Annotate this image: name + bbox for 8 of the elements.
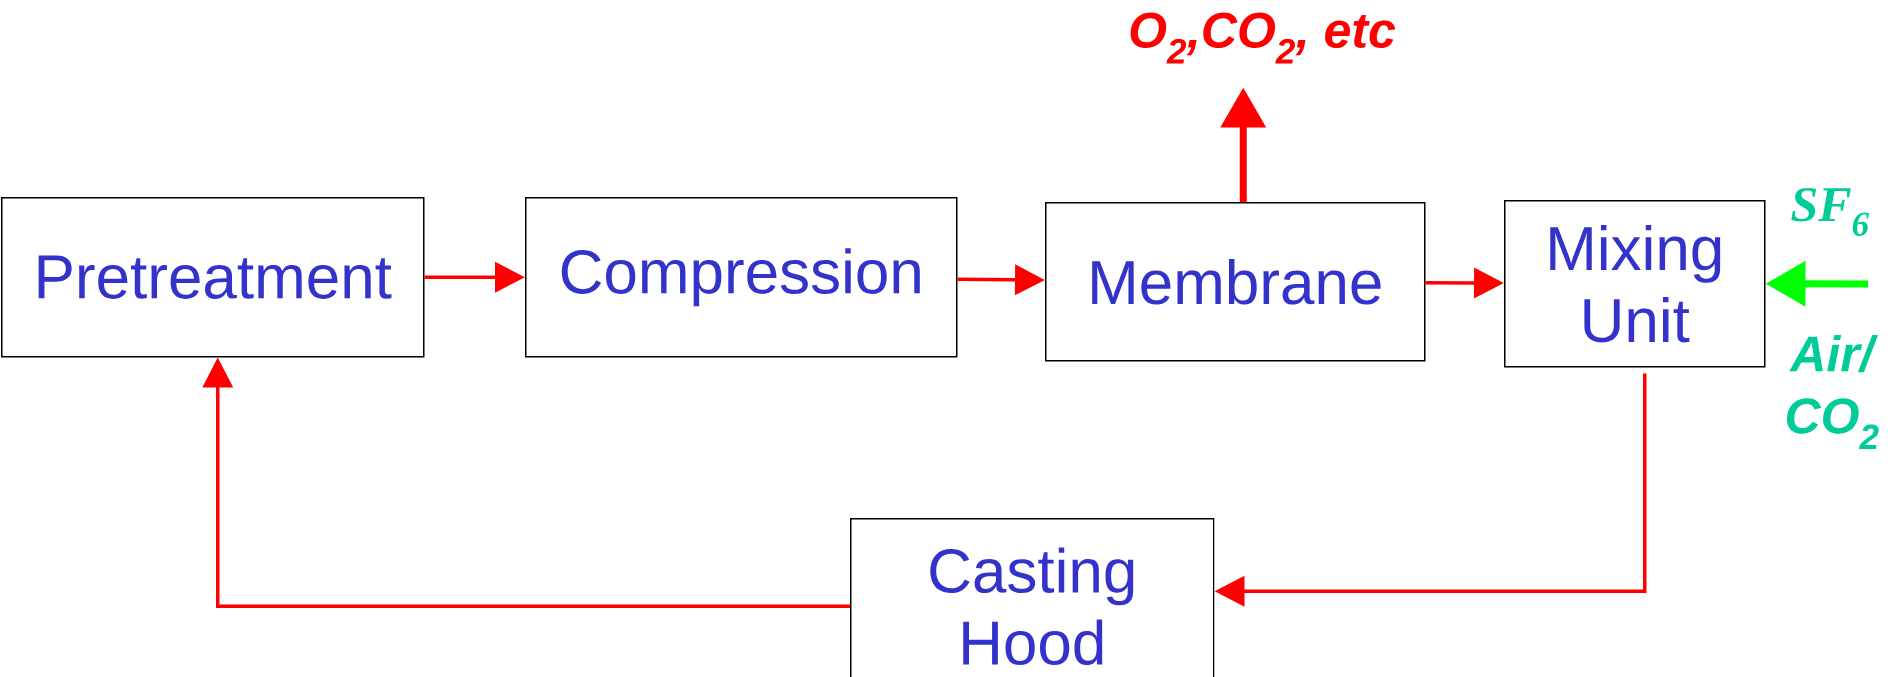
gas-label: SF$_{6}$ [1791, 187, 1870, 237]
process-box: Mixing Unit [1504, 200, 1766, 368]
process-box: Compression [525, 197, 958, 358]
process-box: Pretreatment [1, 197, 425, 358]
gas-label: Air/ CO$_{2}$ [1786, 334, 1879, 450]
process-box: Membrane [1045, 202, 1426, 362]
output-label: O$_{2}$,CO$_{2}$, etc [1130, 12, 1396, 64]
process-box: Casting Hood [850, 518, 1215, 677]
